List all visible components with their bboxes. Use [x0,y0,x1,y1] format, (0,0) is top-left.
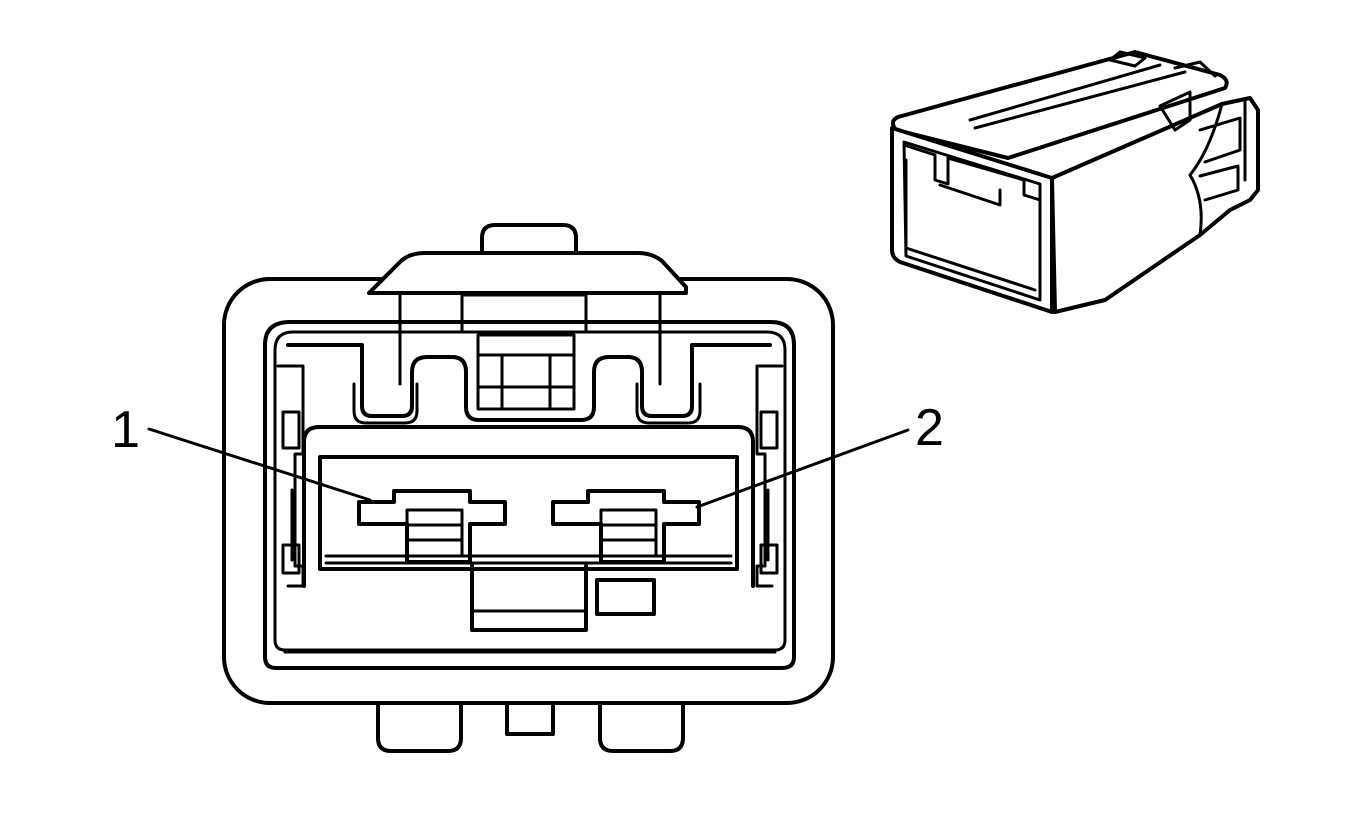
top-shroud [286,293,772,425]
terminal-block [302,425,755,588]
latch-ridge [367,251,688,295]
connector-isometric-view [890,50,1260,314]
inner-cavity [263,320,796,670]
leader-line-2 [695,428,910,509]
terminal-cavity-2 [551,489,701,564]
bottom-tabs [376,698,685,753]
pin-1-label: 1 [111,401,140,459]
lower-keys [470,564,656,632]
leader-line-1 [147,427,372,502]
connector-front-view [222,223,835,753]
pin-2-label: 2 [915,399,944,457]
latch-tab [480,223,578,260]
iso-right-face [1050,96,1260,314]
terminal-cavity-1 [357,489,507,564]
iso-front-face [890,126,1054,314]
